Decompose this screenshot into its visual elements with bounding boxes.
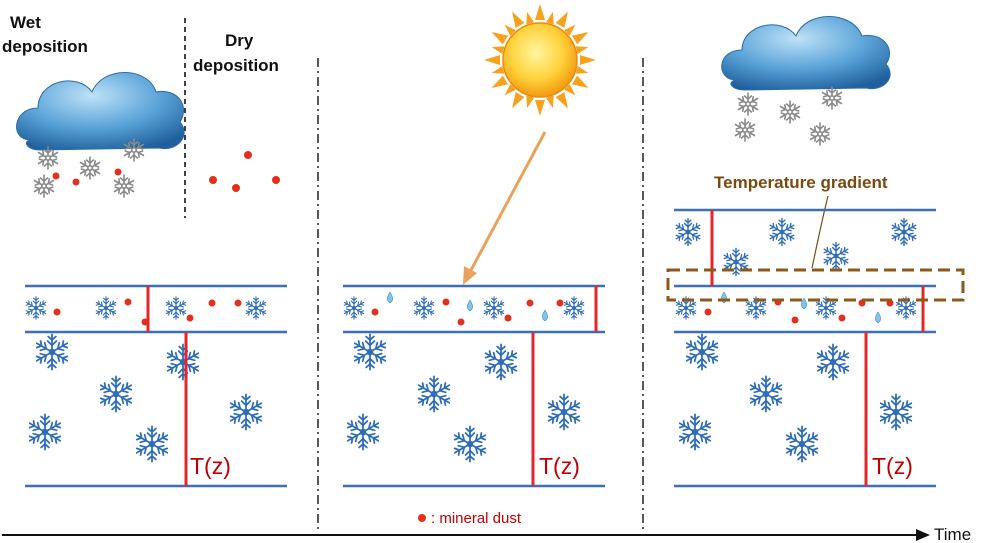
temperature-gradient-leader (811, 195, 829, 269)
mineral-dust-dot (371, 308, 379, 316)
cloud-icon (16, 72, 185, 151)
snowflake-icon (245, 297, 267, 319)
dry-dust-particles (209, 151, 280, 192)
time-axis: Time (2, 525, 971, 543)
snowflake-icon (563, 297, 585, 319)
dry-deposition-label-line2: deposition (193, 56, 279, 75)
wet-deposition-label-line1: Wet (10, 13, 41, 32)
snowflake-icon (346, 414, 381, 449)
mineral-dust-dot (838, 314, 846, 322)
snowflake-icon (25, 297, 47, 319)
snowflake-icon (734, 119, 757, 141)
snowflake-icon (79, 157, 102, 179)
snowflake-icon (413, 297, 435, 319)
snowflake-icon (769, 218, 796, 245)
snowflake-icon (35, 334, 70, 369)
wet-snowfall (33, 139, 146, 197)
temperature-profile-label: T(z) (539, 453, 580, 479)
snowflake-icon (166, 344, 201, 379)
mineral-dust-dot (244, 151, 252, 159)
mineral-dust-dot (504, 314, 512, 322)
snowflake-icon (685, 334, 720, 369)
snowflake-icon (33, 175, 56, 197)
mineral-dust-dot (442, 298, 450, 306)
mineral-dust-dot (418, 514, 426, 522)
snowflake-icon (547, 394, 582, 429)
snowflake-icon (483, 297, 505, 319)
snowflake-icon (417, 376, 452, 411)
water-drop-icon (801, 297, 807, 310)
snowflake-icon (785, 426, 820, 461)
legend-mineral-dust-label: : mineral dust (431, 510, 522, 527)
snowflake-icon (353, 334, 388, 369)
mineral-dust-dot (208, 299, 216, 307)
mineral-dust-dot (232, 184, 240, 192)
snowpack-panel-2: T(z) (343, 284, 605, 488)
time-axis-label: Time (934, 525, 971, 543)
mineral-dust-dot (114, 168, 122, 176)
legend: : mineral dust (418, 510, 522, 527)
snowflake-icon (821, 87, 844, 109)
snowflake-icon (165, 297, 187, 319)
snowflake-icon (135, 426, 170, 461)
snowflake-icon (675, 218, 702, 245)
mineral-dust-dot (526, 299, 534, 307)
mineral-dust-dot (186, 314, 194, 322)
mineral-dust-dot (234, 299, 242, 307)
snowpack-panel-1: T(z) (25, 284, 287, 488)
wet-deposition-label-line2: deposition (2, 37, 88, 56)
snowflake-icon (229, 394, 264, 429)
snowflake-icon (891, 218, 918, 245)
snowflake-icon (95, 297, 117, 319)
snowflake-icon (809, 123, 832, 145)
mineral-dust-dot (272, 176, 280, 184)
mineral-dust-dot (209, 176, 217, 184)
mineral-dust-dot (457, 318, 465, 326)
snowflake-icon (343, 297, 365, 319)
snowflake-icon (99, 376, 134, 411)
mineral-dust-dot (791, 316, 799, 324)
snowflake-icon (723, 248, 750, 275)
snowflake-icon (678, 414, 713, 449)
snowflake-icon (737, 93, 760, 115)
snowflake-icon (28, 414, 63, 449)
mineral-dust-dot (52, 172, 60, 180)
mineral-dust-dot (556, 299, 564, 307)
snowpack-panel-3: T(z) (666, 208, 965, 488)
snowflake-icon (453, 426, 488, 461)
mineral-dust-dot (124, 298, 132, 306)
snowflake-icon (484, 344, 519, 379)
mineral-dust-dot (72, 178, 80, 186)
wet-snowfall-panel-3 (734, 87, 844, 145)
sun-ray-arrow (463, 131, 547, 285)
water-drop-icon (387, 291, 393, 304)
mineral-dust-dot (53, 308, 61, 316)
snowflake-icon (113, 175, 136, 197)
water-drop-icon (875, 311, 881, 324)
snowflake-icon (779, 101, 802, 123)
snowflake-icon (823, 242, 850, 269)
cloud-icon (721, 16, 891, 91)
snowflake-icon (749, 376, 784, 411)
water-drop-icon (542, 309, 548, 322)
temperature-profile-label: T(z) (190, 453, 231, 479)
dry-deposition-label-line1: Dry (225, 31, 254, 50)
temperature-profile-label: T(z) (872, 453, 913, 479)
snowflake-icon (879, 394, 914, 429)
temperature-gradient-box (666, 268, 965, 302)
snowflake-icon (816, 344, 851, 379)
sun-icon (484, 4, 596, 116)
temperature-gradient-label: Temperature gradient (714, 173, 888, 192)
mineral-dust-dot (704, 308, 712, 316)
water-drop-icon (467, 299, 473, 312)
